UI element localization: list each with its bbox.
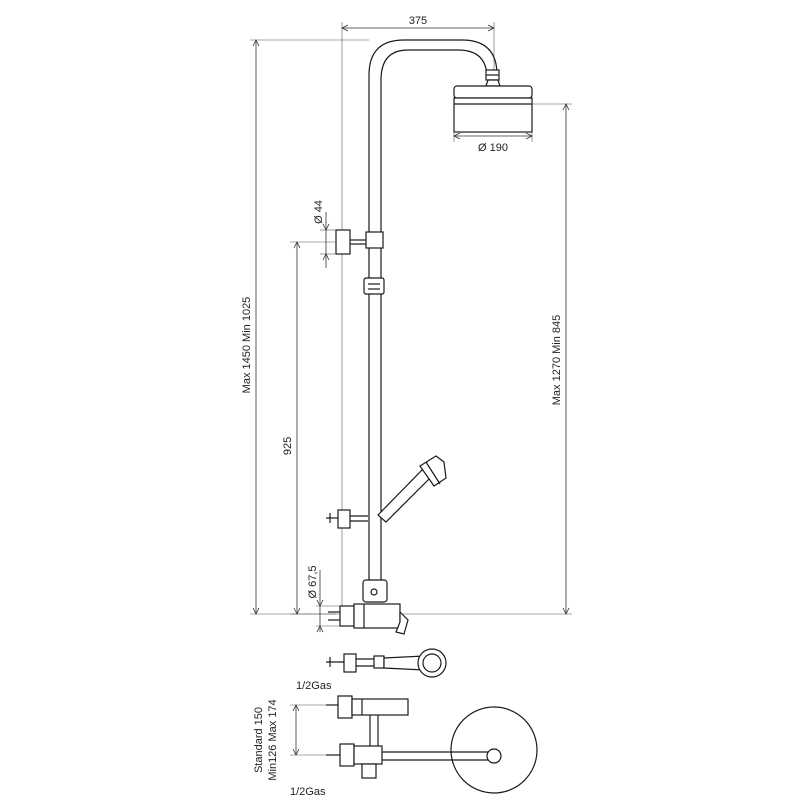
mixer: Ø 67,5: [307, 565, 409, 635]
width-label: 375: [409, 15, 427, 27]
plan-view-mixer: 1/2Gas 1/2Gas: [290, 680, 538, 798]
rail-height-label: 925: [282, 437, 294, 455]
spacing-range-label: Min126 Max 174: [267, 699, 279, 780]
inlet-label-bottom: 1/2Gas: [290, 786, 326, 798]
right-height-label: Max 1270 Min 845: [551, 315, 563, 406]
spacing-dimension: Standard 150 Min126 Max 174: [253, 699, 326, 781]
riser-pipe: [368, 39, 498, 585]
inlet-label-top: 1/2Gas: [296, 680, 332, 692]
rail-height-dimension: 925: [282, 241, 336, 615]
right-height-dimension: Max 1270 Min 845: [400, 103, 572, 615]
wall-bracket-diameter-label: Ø 44: [313, 200, 325, 224]
head-diameter-dimension: Ø 190: [453, 132, 533, 154]
spacing-label: Standard 150: [253, 707, 265, 773]
shower-head: [453, 69, 533, 133]
left-height-label: Max 1450 Min 1025: [241, 297, 253, 394]
head-diameter-label: Ø 190: [478, 142, 508, 154]
wall-bracket-top: Ø 44: [313, 200, 384, 268]
slide-holder: [363, 277, 385, 295]
hand-shower: [377, 455, 447, 523]
plan-view-hand-shower: [326, 648, 447, 678]
mixer-diameter-label: Ø 67,5: [307, 565, 319, 598]
wall-bracket-bottom: [326, 509, 368, 529]
